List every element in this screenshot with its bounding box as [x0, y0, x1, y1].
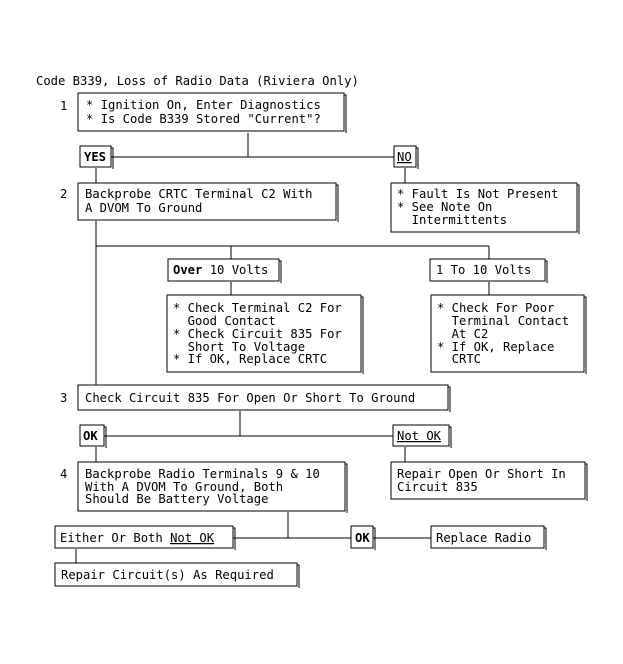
either-both-label: Either Or Both Not OK	[60, 531, 215, 545]
range-action-line: At C2	[437, 327, 488, 341]
repair-circuits-label: Repair Circuit(s) As Required	[61, 568, 274, 582]
over-action-line: * Check Terminal C2 For	[173, 301, 342, 315]
no-label: NO	[397, 150, 412, 164]
step4-box: Backprobe Radio Terminals 9 & 10 With A …	[77, 461, 348, 513]
step-number: 2	[60, 187, 67, 201]
either-both-prefix: Either Or Both	[60, 531, 170, 545]
repair-835-line: Circuit 835	[397, 480, 478, 494]
over-action-line: Short To Voltage	[173, 340, 305, 354]
either-both-notok: Not OK	[170, 531, 215, 545]
over-word: Over	[173, 263, 202, 277]
step4-line: Backprobe Radio Terminals 9 & 10	[85, 467, 320, 481]
step3-box: Check Circuit 835 For Open Or Short To G…	[77, 384, 451, 412]
s3-notok-label-box: Not OK	[392, 424, 452, 448]
step-number: 4	[60, 467, 67, 481]
over-action-line: Good Contact	[173, 314, 276, 328]
step4-line: Should Be Battery Voltage	[85, 492, 268, 506]
s4-ok-label-box: OK	[350, 525, 376, 550]
step2-box: Backprobe CRTC Terminal C2 With A DVOM T…	[77, 182, 339, 222]
either-both-notok-box: Either Or Both Not OK	[54, 525, 236, 550]
over-actions-box: * Check Terminal C2 For Good Contact * C…	[166, 294, 364, 374]
step2-line: Backprobe CRTC Terminal C2 With	[85, 187, 312, 201]
no-label-box: NO	[393, 145, 419, 169]
step2-line: A DVOM To Ground	[85, 201, 202, 215]
step1-line: * Is Code B339 Stored "Current"?	[86, 112, 321, 126]
yes-label-box: YES	[79, 145, 114, 169]
over-10-volts-box: Over 10 Volts	[167, 258, 282, 283]
range-volts-box: 1 To 10 Volts	[429, 258, 548, 283]
s4-ok-label: OK	[355, 531, 370, 545]
fault-line: * Fault Is Not Present	[397, 187, 558, 201]
s3-ok-label-box: OK	[79, 424, 107, 448]
s3-notok-label: Not OK	[397, 429, 442, 443]
over-10-volts-label: Over 10 Volts	[173, 263, 268, 277]
replace-radio-label: Replace Radio	[436, 531, 531, 545]
over-rest: 10 Volts	[202, 263, 268, 277]
range-actions-box: * Check For Poor Terminal Contact At C2 …	[430, 294, 587, 374]
range-action-line: * If OK, Replace	[437, 340, 554, 354]
range-action-line: CRTC	[437, 352, 481, 366]
fault-line: Intermittents	[397, 213, 507, 227]
range-volts-label: 1 To 10 Volts	[436, 263, 531, 277]
fault-line: * See Note On	[397, 200, 492, 214]
range-action-line: * Check For Poor	[437, 301, 554, 315]
over-action-line: * If OK, Replace CRTC	[173, 352, 327, 366]
replace-radio-box: Replace Radio	[430, 525, 547, 550]
fault-not-present-box: * Fault Is Not Present * See Note On Int…	[390, 182, 580, 234]
range-action-line: Terminal Contact	[437, 314, 569, 328]
repair-835-line: Repair Open Or Short In	[397, 467, 566, 481]
repair-835-box: Repair Open Or Short In Circuit 835	[390, 461, 588, 501]
over-action-line: * Check Circuit 835 For	[173, 327, 342, 341]
step1-box: * Ignition On, Enter Diagnostics * Is Co…	[77, 92, 347, 133]
step3-line: Check Circuit 835 For Open Or Short To G…	[85, 391, 415, 405]
yes-label: YES	[84, 150, 106, 164]
step1-line: * Ignition On, Enter Diagnostics	[86, 98, 321, 112]
s3-ok-label: OK	[83, 429, 98, 443]
step-number: 1	[60, 99, 67, 113]
repair-circuits-box: Repair Circuit(s) As Required	[54, 562, 300, 588]
diagram-title: Code B339, Loss of Radio Data (Riviera O…	[36, 74, 359, 88]
step4-line: With A DVOM To Ground, Both	[85, 480, 283, 494]
step-number: 3	[60, 391, 67, 405]
